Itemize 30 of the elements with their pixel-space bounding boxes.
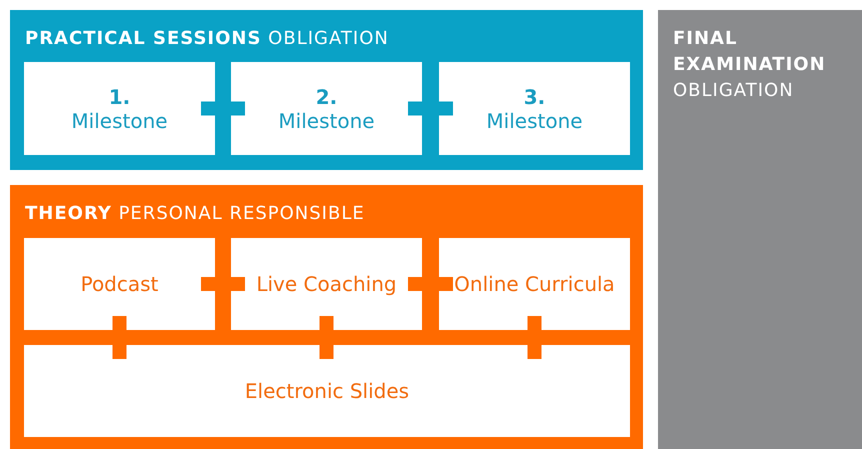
connector-bar — [528, 316, 542, 359]
connector-bar — [201, 277, 245, 291]
item-label: Milestone — [278, 108, 375, 132]
item-card — [24, 238, 215, 330]
item-label: Podcast — [80, 272, 158, 296]
connector-bar — [320, 316, 334, 359]
item-label: Online Curricula — [454, 272, 615, 296]
section-panel — [10, 10, 643, 170]
item-card — [439, 238, 630, 330]
milestone-number: 2. — [316, 84, 338, 108]
item-label: Milestone — [486, 108, 583, 132]
section-heading: FINAL EXAMINATION OBLIGATION — [673, 27, 827, 103]
item-card — [439, 62, 630, 155]
section-heading: PRACTICAL SESSIONS OBLIGATION — [25, 27, 389, 51]
connector-bar — [408, 277, 453, 291]
item-label: Electronic Slides — [244, 379, 410, 403]
item-card — [24, 345, 630, 437]
section-heading: THEORY PERSONAL RESPONSIBLE — [25, 202, 365, 226]
item-card — [24, 62, 215, 155]
item-card — [231, 62, 422, 155]
section-panel — [10, 185, 643, 449]
connector-bar — [112, 316, 126, 359]
section-panel — [658, 10, 862, 449]
item-label: Milestone — [71, 108, 168, 132]
item-card — [231, 238, 422, 330]
milestone-number: 1. — [108, 84, 130, 108]
connector-bar — [408, 102, 453, 116]
connector-bar — [201, 102, 245, 116]
item-label: Live Coaching — [256, 272, 397, 296]
milestone-number: 3. — [524, 84, 546, 108]
